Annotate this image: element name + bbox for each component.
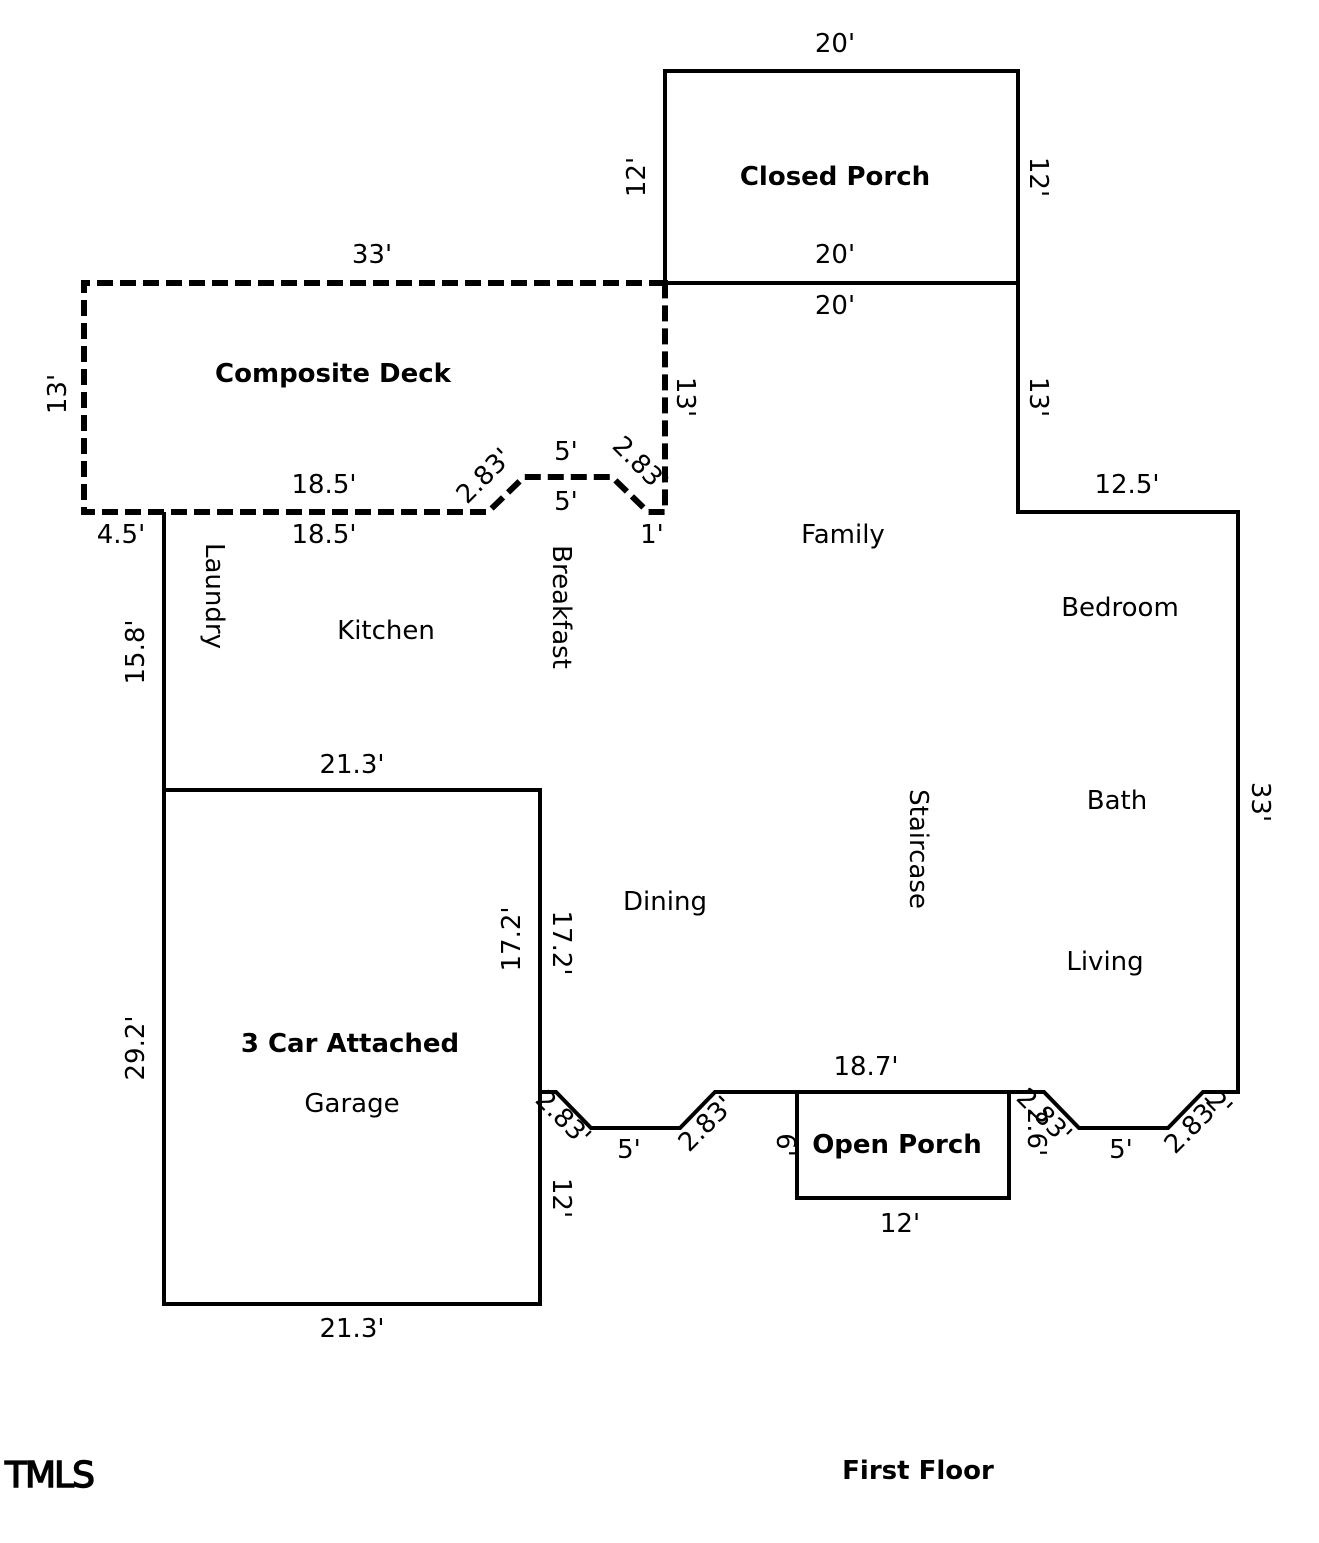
open-porch-label: Open Porch: [812, 1130, 982, 1160]
dim-house-top-left: 4.5': [97, 520, 146, 550]
dim-closed-porch-right: 12': [1023, 157, 1053, 197]
dim-closed-porch-left: 12': [622, 157, 652, 197]
dim-deck-bottom: 18.5': [291, 470, 356, 500]
closed-porch-label: Closed Porch: [740, 162, 930, 192]
dim-garage-top: 21.3': [319, 750, 384, 780]
room-laundry: Laundry: [199, 543, 229, 649]
dim-front-run2: 5': [1109, 1135, 1133, 1165]
dim-front-diag3-b: 2.6': [1021, 1108, 1051, 1157]
dim-garage-right-lower: 12': [546, 1178, 576, 1218]
dim-bump-bottom: 5': [554, 487, 578, 517]
dim-house-right-upper: 13': [1023, 377, 1053, 417]
dim-garage-bottom: 21.3': [319, 1314, 384, 1344]
dim-deck-right: 13': [670, 377, 700, 417]
dim-garage-inner: 17.2': [497, 906, 527, 971]
composite-deck-outline: [81, 280, 668, 515]
dim-porch-left: 6': [770, 1133, 800, 1157]
dim-bump-top: 5': [554, 437, 578, 467]
dim-open-porch-bottom: 12': [880, 1209, 920, 1239]
dim-bedroom-top: 12.5': [1094, 470, 1159, 500]
open-porch-outline: [795, 1092, 1011, 1200]
room-dining: Dining: [623, 887, 707, 917]
floor-title: First Floor: [842, 1456, 994, 1486]
dim-step-one: 1': [640, 520, 664, 550]
room-living: Living: [1066, 947, 1143, 977]
room-bath: Bath: [1087, 786, 1147, 816]
dim-bump-diag-left: 2.83': [451, 443, 518, 510]
room-breakfast: Breakfast: [546, 545, 576, 669]
dim-kitchen-top: 18.5': [291, 520, 356, 550]
room-bedroom: Bedroom: [1061, 593, 1179, 623]
dim-closed-porch-top: 20': [815, 29, 855, 59]
room-family: Family: [801, 520, 885, 550]
dim-bump-diag-right: 2.83': [606, 431, 673, 498]
tmls-logo: TMLS: [4, 1455, 93, 1496]
dim-front-top: 18.7': [833, 1052, 898, 1082]
garage-outline: [162, 788, 542, 1306]
house-outline: [162, 281, 1240, 1130]
room-kitchen: Kitchen: [337, 616, 435, 646]
dim-house-right: 33': [1245, 782, 1275, 822]
dim-laundry-left: 15.8': [121, 619, 151, 684]
dim-closed-porch-bottom: 20': [815, 240, 855, 270]
dim-dining-left: 17.2': [546, 910, 576, 975]
garage-label: 3 Car Attached: [241, 1029, 459, 1059]
dim-garage-left: 29.2': [121, 1015, 151, 1080]
dim-deck-left: 13': [43, 374, 73, 414]
dim-deck-top: 33': [352, 240, 392, 270]
dim-front-run1: 5': [617, 1135, 641, 1165]
garage-sublabel: Garage: [304, 1089, 399, 1119]
dim-house-top: 20': [815, 291, 855, 321]
room-staircase: Staircase: [903, 789, 933, 909]
composite-deck-label: Composite Deck: [215, 359, 452, 389]
